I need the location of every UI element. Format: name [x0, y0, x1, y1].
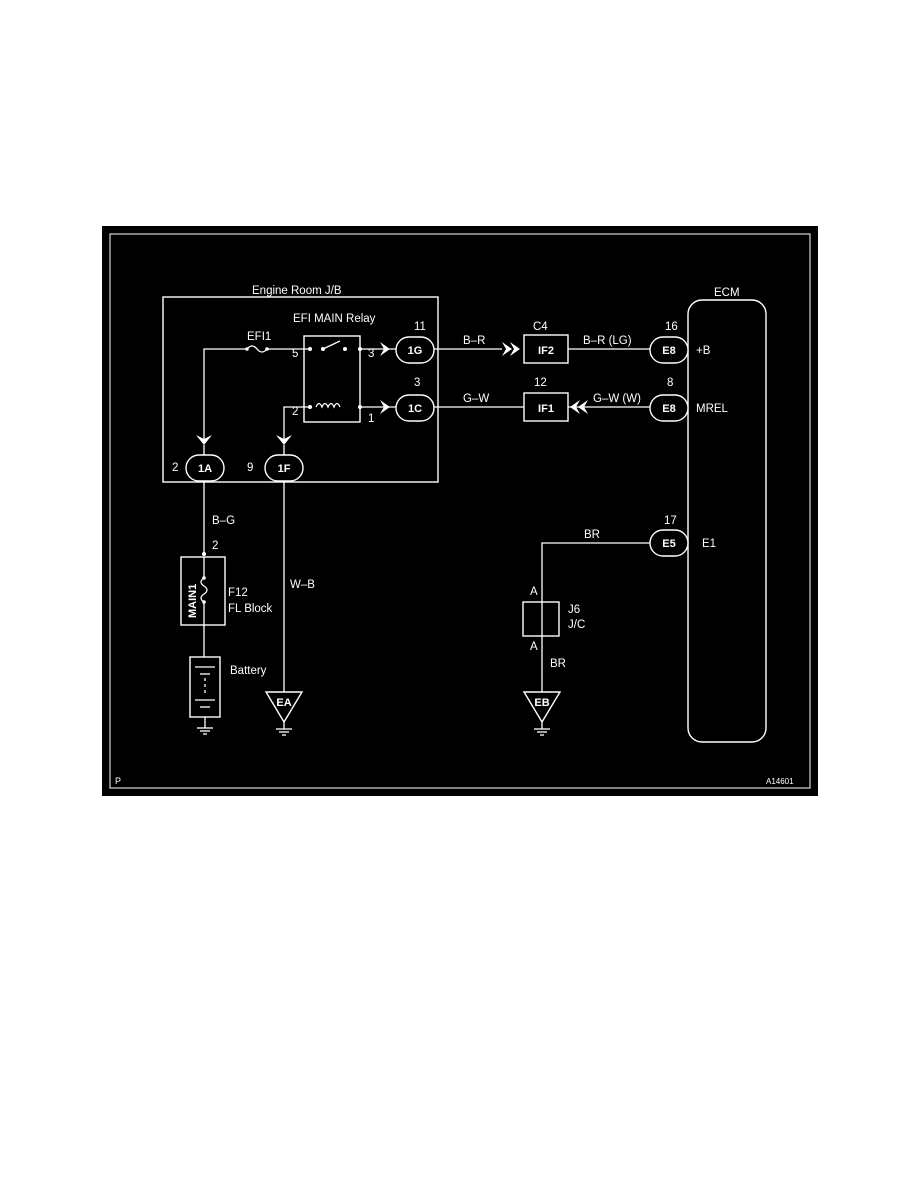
ground-eb-label: EB: [534, 697, 549, 709]
wire-g-w-label: G–W: [463, 393, 489, 405]
connector-1a-label: 1A: [198, 463, 212, 475]
ground-eb-triangle: [522, 691, 562, 724]
corner-label-left: P: [115, 776, 121, 786]
diagram-border: [109, 233, 811, 789]
ground-ea-label: EA: [276, 697, 291, 709]
fl-block-pin: 2: [212, 540, 218, 552]
connector-arrow-1a: [196, 435, 212, 445]
if2-arrow-a: [502, 342, 512, 356]
battery-label: Battery: [230, 665, 267, 677]
ecm-terminal-plus-b: +B: [696, 345, 711, 357]
connector-arrow-1f: [276, 435, 292, 445]
connector-1c-label: 1C: [408, 403, 422, 415]
fl-block-node-top: [202, 552, 206, 556]
junction-if2-label: IF2: [538, 345, 554, 357]
connector-e5-label: E5: [662, 538, 675, 550]
wire-b-g-label: B–G: [212, 515, 235, 527]
fl-block-main1: MAIN1: [187, 584, 199, 618]
figure-code: A14601: [766, 777, 794, 786]
relay-coil: [315, 402, 341, 409]
junction-if1-label: IF1: [538, 403, 554, 415]
wire-b-r-label: B–R: [463, 335, 485, 347]
ecm-terminal-mrel: MREL: [696, 403, 729, 415]
relay-pin-1: 1: [368, 413, 374, 425]
ecm-e8-b-pin: 16: [665, 321, 678, 333]
wiring-diagram-svg: Engine Room J/B EFI MAIN Relay 5 3 2 1 E…: [102, 226, 818, 796]
efi-main-relay-box: [303, 335, 361, 423]
relay-pin-5: 5: [292, 348, 298, 360]
efi-main-relay-label: EFI MAIN Relay: [293, 313, 376, 325]
connector-arrow-1g: [380, 342, 390, 356]
ecm-e8-mrel-pin: 8: [667, 377, 673, 389]
connector-e8-mrel-label: E8: [662, 403, 675, 415]
fl-block-fusible-link-icon: [200, 577, 208, 603]
if1-arrow-b: [578, 400, 588, 414]
ecm-terminal-e1: E1: [702, 538, 716, 550]
relay-switch-arm: [322, 340, 341, 350]
fl-block-label-name: FL Block: [228, 603, 273, 615]
engine-room-jb-title: Engine Room J/B: [252, 285, 342, 297]
fl-block-label-f12: F12: [228, 587, 248, 599]
wire-1a-to-fuse: [203, 348, 247, 439]
wire-w-b-label: W–B: [290, 579, 315, 591]
fl-fuse-node-top: [202, 576, 206, 580]
efi1-fuse-label: EFI1: [247, 331, 271, 343]
wire-br-bottom-label: BR: [550, 658, 566, 670]
junction-if1-pin: 12: [534, 377, 547, 389]
engine-room-jb-box: [162, 296, 439, 483]
ground-ea-triangle: [264, 691, 304, 724]
junction-if2-pin: C4: [533, 321, 548, 333]
connector-e8-mrel: [649, 394, 689, 422]
wire-g-w-w-label: G–W (W): [593, 393, 641, 405]
connector-1g-label: 1G: [408, 345, 423, 357]
wire-relay-to-1f: [283, 406, 310, 439]
ecm-e5-pin: 17: [664, 515, 677, 527]
jc-pin-bottom: A: [530, 641, 538, 653]
relay-pin-2: 2: [292, 406, 298, 418]
ecm-box: [687, 299, 767, 743]
connector-1g-pin: 11: [414, 321, 426, 333]
connector-e8-b-label: E8: [662, 345, 675, 357]
connector-e8-b: [649, 336, 689, 364]
jc-pin-top: A: [530, 586, 538, 598]
relay-contact-b: [343, 347, 347, 351]
relay-pin-3: 3: [368, 348, 374, 360]
fl-block-box: [180, 556, 226, 626]
efi1-fuse-symbol: [246, 345, 268, 353]
connector-1a: [185, 454, 225, 482]
jc-label-j6: J6: [568, 604, 580, 616]
connector-1c-pin: 3: [414, 377, 420, 389]
if2-arrow-b: [510, 342, 520, 356]
diagram-background: [102, 226, 818, 796]
wiring-diagram: Engine Room J/B EFI MAIN Relay 5 3 2 1 E…: [102, 226, 818, 796]
connector-1c: [395, 394, 435, 422]
ecm-title: ECM: [714, 287, 740, 299]
if1-arrow-a: [570, 400, 580, 414]
jc-box: [522, 601, 560, 637]
jc-label-jc: J/C: [568, 619, 585, 631]
wire-br-top-label: BR: [584, 529, 600, 541]
wire-b-r-lg-label: B–R (LG): [583, 335, 632, 347]
wire-br-top: [541, 542, 650, 602]
connector-1a-pin: 2: [172, 462, 178, 474]
connector-arrow-1c: [380, 400, 390, 414]
connector-1f-pin: 9: [247, 462, 253, 474]
connector-1f-label: 1F: [278, 463, 291, 475]
connector-1g: [395, 336, 435, 364]
